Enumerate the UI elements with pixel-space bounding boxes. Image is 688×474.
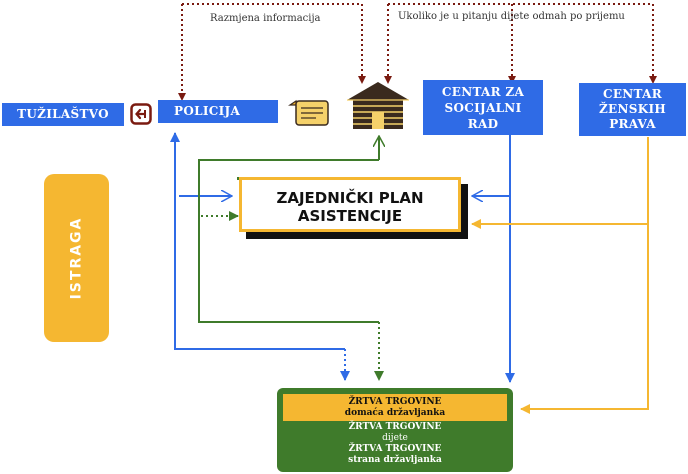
women-center-connector (471, 137, 649, 414)
police-connector (170, 132, 350, 381)
women-center-line-1: CENTAR (602, 87, 663, 101)
victim-foreign: ŽRTVA TRGOVINE strana državljanka (348, 444, 442, 465)
social-center-connector (472, 135, 515, 383)
victim-domestic: ŽRTVA TRGOVINE domaća državljanka (283, 394, 507, 421)
women-center-line-3: PRAVA (609, 117, 656, 131)
prosecutor-box: TUŽILAŠTVO (2, 103, 124, 126)
social-center-line-1: CENTAR ZA (441, 85, 525, 99)
arrow-in-box-icon (130, 103, 152, 125)
plan-line-2: ASISTENCIJE (297, 207, 403, 225)
child-case-connector (384, 3, 657, 84)
exchange-note: Razmjena informacija (210, 13, 321, 24)
prosecutor-label: TUŽILAŠTVO (17, 107, 109, 121)
message-card-icon (288, 99, 330, 127)
victim-child: ŽRTVA TRGOVINE dijete (348, 422, 442, 443)
police-box: POLICIJA (158, 100, 278, 123)
plan-line-1: ZAJEDNIČKI PLAN (276, 189, 424, 207)
child-case-note: Ukoliko je u pitanju dijete odmah po pri… (398, 11, 625, 22)
assistance-plan-box: ZAJEDNIČKI PLAN ASISTENCIJE (239, 177, 461, 232)
plan-green-connector (198, 136, 379, 381)
shelter-house-icon (345, 80, 411, 130)
investigation-label: ISTRAGA (68, 216, 85, 300)
social-center-line-3: RAD (467, 117, 499, 131)
social-center-box: CENTAR ZA SOCIJALNI RAD (423, 80, 543, 135)
police-label: POLICIJA (174, 104, 241, 118)
women-center-box: CENTAR ŽENSKIH PRAVA (579, 83, 686, 136)
social-center-line-2: SOCIJALNI (444, 101, 522, 115)
exchange-connector (178, 3, 366, 101)
women-center-line-2: ŽENSKIH (598, 102, 667, 116)
victims-box: ŽRTVA TRGOVINE domaća državljanka ŽRTVA … (277, 388, 513, 472)
investigation-box: ISTRAGA (44, 174, 109, 342)
